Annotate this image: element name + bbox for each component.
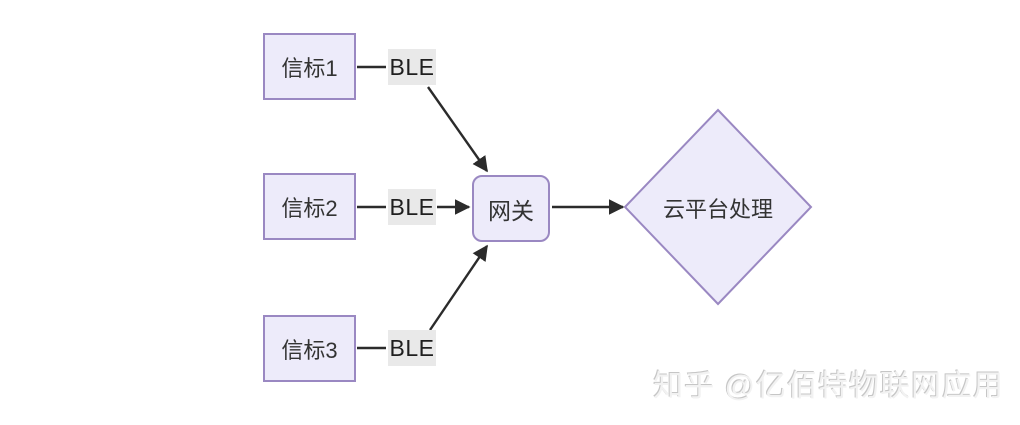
ble-edge-label-2: BLE [388,189,436,225]
arrow-ble1-gateway [427,86,488,173]
beacon2-node: 信标2 [263,173,356,240]
beacon1-node: 信标1 [263,33,356,100]
beacon3-label: 信标3 [281,337,338,363]
beacon3-node: 信标3 [263,315,356,382]
watermark-text: 知乎 @亿佰特物联网应用 [653,370,1004,403]
arrow-ble3-gateway [429,244,488,331]
gateway-label: 网关 [488,197,534,224]
beacon2-label: 信标2 [281,195,338,221]
ble-edge-label-1: BLE [388,49,436,85]
cloud-diamond [623,108,813,306]
gateway-node: 网关 [472,175,550,242]
ble-edge-label-3: BLE [388,330,436,366]
cloud-label: 云平台处理 [662,197,773,222]
beacon1-label: 信标1 [281,55,338,81]
